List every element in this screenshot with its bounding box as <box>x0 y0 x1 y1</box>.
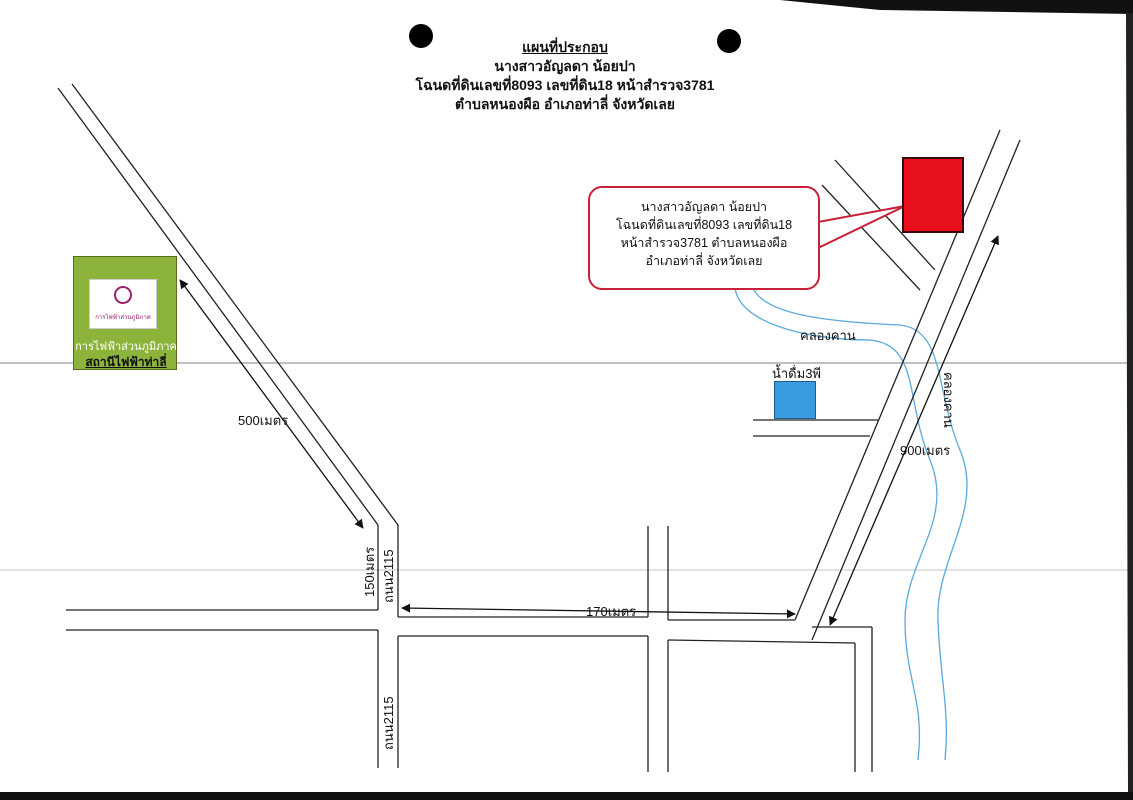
road-ne-edge-1 <box>794 129 1001 621</box>
callout-pointer <box>817 205 906 250</box>
label-canal-vertical: คลองคาน <box>941 372 956 428</box>
callout-line-2: โฉนดที่ดินเลขที่8093 เลขที่ดิน18 <box>615 218 793 232</box>
label-170m: 170เมตร <box>586 604 636 619</box>
map-owner: นางสาวอัญลดา น้อยปา <box>494 58 636 74</box>
water-plant-label: น้ำดื่ม3พี <box>772 366 821 381</box>
arrow-500m <box>179 279 364 529</box>
station-org-name: การไฟฟ้าส่วนภูมิภาค <box>75 341 177 353</box>
road-main-bottom-right <box>667 639 856 644</box>
punch-hole-left <box>409 24 433 48</box>
land-callout: นางสาวอัญลดา น้อยปา โฉนดที่ดินเลขที่8093… <box>588 186 820 290</box>
punch-hole-right <box>717 29 741 53</box>
label-road-2115-upper: ถนน2115 <box>381 549 396 603</box>
map-location: ตำบลหนองผือ อำเภอท่าลี่ จังหวัดเลย <box>454 96 675 112</box>
arrow-170m <box>401 603 796 619</box>
scan-border-top-right <box>780 0 1133 14</box>
map-heading: แผนที่ประกอบ <box>522 39 608 55</box>
scan-border-bottom <box>0 792 1133 800</box>
arrow-900m <box>829 235 999 626</box>
callout-line-3: หน้าสำรวจ3781 ตำบลหนองผือ <box>620 236 788 250</box>
callout-line-4: อำเภอท่าลี่ จังหวัดเลย <box>645 254 763 268</box>
water-plant-marker <box>774 381 816 419</box>
station-name: สถานีไฟฟ้าท่าลี่ <box>85 355 167 369</box>
canal-right-bank <box>751 284 968 761</box>
land-parcel-marker <box>902 157 964 233</box>
pea-emblem-icon <box>114 286 132 304</box>
label-canal-horizontal: คลองคาน <box>800 328 856 343</box>
pea-logo: การไฟฟ้าส่วนภูมิภาค <box>89 279 157 329</box>
label-900m: 900เมตร <box>900 443 950 458</box>
label-500m: 500เมตร <box>238 413 288 428</box>
map-deed: โฉนดที่ดินเลขที่8093 เลขที่ดิน18 หน้าสำร… <box>415 77 715 93</box>
pea-logo-text: การไฟฟ้าส่วนภูมิภาค <box>95 315 151 321</box>
scan-border-right <box>1126 14 1133 792</box>
callout-line-1: นางสาวอัญลดา น้อยปา <box>640 200 768 214</box>
label-road-2115-lower: ถนน2115 <box>381 696 396 750</box>
power-station-landmark: การไฟฟ้าส่วนภูมิภาค การไฟฟ้าส่วนภูมิภาค … <box>73 256 177 370</box>
label-150m: 150เมตร <box>362 547 377 597</box>
